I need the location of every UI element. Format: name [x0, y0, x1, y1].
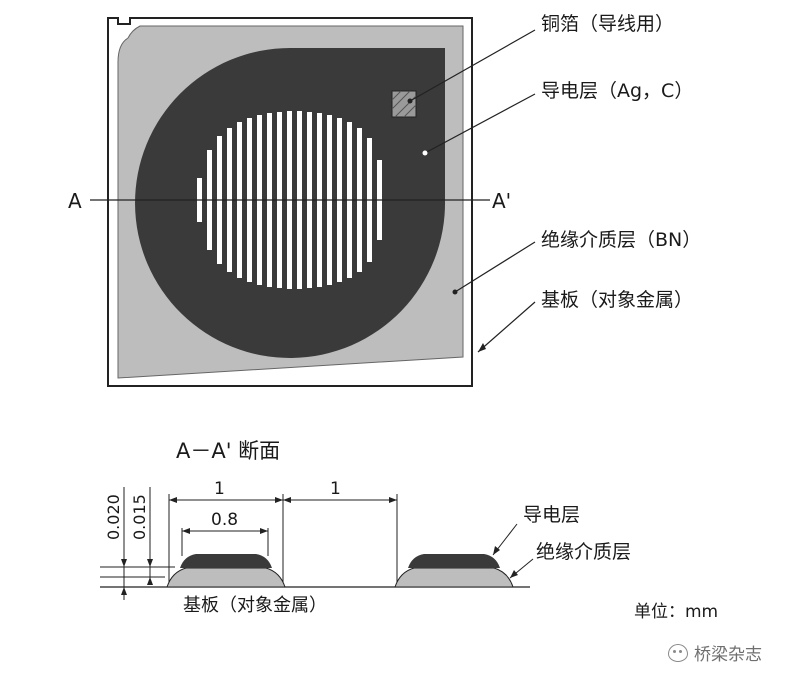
insulating-profile-right: [394, 567, 514, 588]
dim-width-left: 1: [214, 479, 225, 499]
top-view: A A' 铜箔（导线用） 导电层（Ag，C） 绝缘介质层（BN） 基板（对象金属…: [68, 13, 701, 387]
label-copper-foil: 铜箔（导线用）: [541, 13, 674, 35]
leader-insulating: [454, 241, 536, 293]
conductive-profile-right: [408, 554, 500, 568]
leader-conductive: [424, 93, 536, 154]
section-mark-a: A: [68, 189, 82, 213]
label-section-conductive: 导电层: [523, 504, 580, 526]
label-substrate: 基板（对象金属）: [541, 289, 693, 311]
label-insulating-layer: 绝缘介质层（BN）: [541, 229, 701, 251]
label-section-substrate: 基板（对象金属）: [183, 595, 327, 616]
wechat-icon: [668, 643, 688, 662]
section-mark-a-prime: A': [492, 189, 511, 213]
label-conductive-layer: 导电层（Ag，C）: [541, 80, 693, 102]
leader-copper: [409, 29, 536, 102]
section-title: A－A' 断面: [176, 439, 280, 463]
label-section-insulating: 绝缘介质层: [536, 541, 631, 563]
watermark: 桥梁杂志: [668, 640, 762, 665]
dim-width-gap: 1: [330, 479, 341, 499]
conductive-profile-left: [180, 554, 272, 568]
dim-height-inner: 0.015: [130, 494, 149, 540]
watermark-text: 桥梁杂志: [694, 645, 762, 665]
section-view: A－A' 断面 1 1 0.8 0.020 0.015: [100, 439, 718, 622]
leader-substrate: [477, 301, 536, 353]
dim-width-inner: 0.8: [211, 510, 238, 530]
insulating-profile-left: [166, 567, 286, 588]
unit-label: 单位：mm: [634, 602, 718, 622]
dim-height-total: 0.020: [104, 494, 123, 540]
copper-foil-pad: [391, 90, 417, 118]
